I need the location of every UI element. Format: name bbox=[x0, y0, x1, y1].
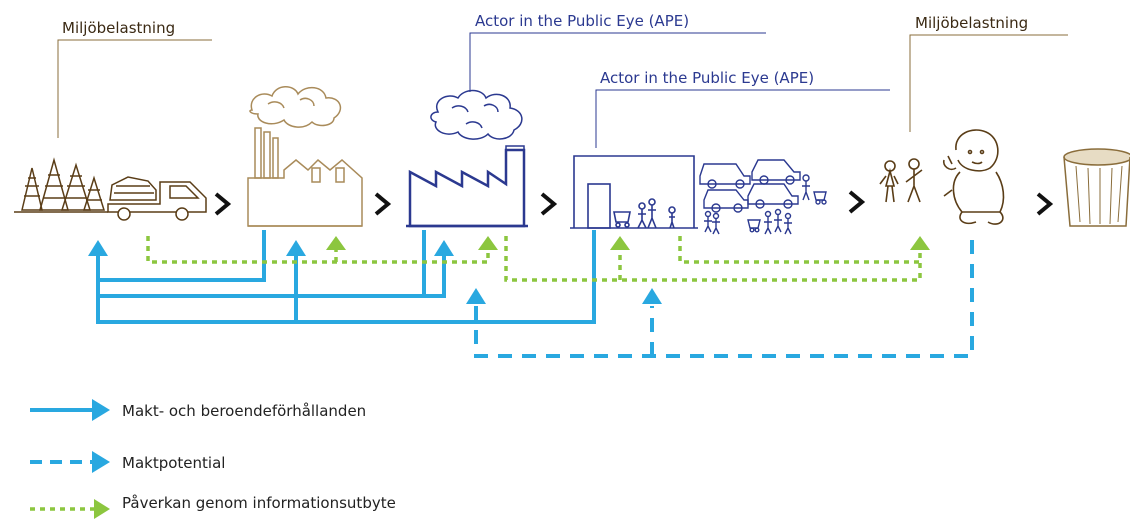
sawmill-icon bbox=[247, 127, 363, 227]
ape-top-label: Actor in the Public Eye (APE) bbox=[475, 12, 689, 30]
power-relation-arrowheads bbox=[88, 240, 454, 256]
information-exchange-lines bbox=[146, 236, 922, 282]
legend-solid-arrowhead bbox=[92, 399, 110, 421]
legend-item-power-potential: Maktpotential bbox=[30, 451, 225, 473]
ape-lower-leader bbox=[595, 89, 890, 148]
legend-dotted-label: Påverkan genom informationsutbyte bbox=[122, 494, 396, 512]
forest-icon bbox=[14, 157, 108, 213]
legend: Makt- och beroendeförhållanden Maktpoten… bbox=[30, 399, 396, 519]
ape-top-leader bbox=[469, 32, 766, 92]
waste-bin-icon bbox=[1063, 148, 1130, 227]
information-exchange-arrowheads bbox=[326, 236, 930, 250]
callout-miljo-right: Miljöbelastning bbox=[909, 14, 1068, 132]
consumers-icon bbox=[879, 158, 923, 203]
legend-dashed-arrowhead bbox=[92, 451, 110, 473]
factory-smoke-icon bbox=[430, 89, 523, 140]
miljo-left-leader bbox=[57, 39, 212, 138]
miljo-right-leader bbox=[909, 34, 1068, 132]
maktpotential-lines bbox=[474, 240, 974, 358]
callout-miljo-left: Miljöbelastning bbox=[57, 19, 212, 138]
cars-and-people-icon bbox=[699, 159, 827, 235]
factory-icon bbox=[406, 145, 528, 228]
miljo-right-label: Miljöbelastning bbox=[915, 14, 1028, 32]
chevron-4-icon bbox=[848, 190, 866, 214]
store-icon bbox=[570, 155, 698, 229]
legend-item-information-exchange: Påverkan genom informationsutbyte bbox=[30, 494, 396, 519]
chevron-1-icon bbox=[214, 192, 232, 216]
chevron-5-icon bbox=[1036, 192, 1054, 216]
legend-item-power-relations: Makt- och beroendeförhållanden bbox=[30, 399, 366, 421]
power-relation-lines bbox=[96, 230, 596, 324]
legend-dashed-label: Maktpotential bbox=[122, 454, 225, 472]
chevron-3-icon bbox=[540, 192, 558, 216]
ape-lower-label: Actor in the Public Eye (APE) bbox=[600, 69, 814, 87]
callout-ape-top: Actor in the Public Eye (APE) bbox=[469, 12, 766, 92]
baby-icon bbox=[942, 129, 1005, 225]
legend-solid-label: Makt- och beroendeförhållanden bbox=[122, 402, 366, 420]
legend-dotted-arrowhead bbox=[94, 499, 110, 519]
sawmill-smoke-icon bbox=[249, 86, 342, 128]
timber-truck-icon bbox=[107, 176, 207, 221]
chevron-2-icon bbox=[374, 192, 392, 216]
callout-ape-lower: Actor in the Public Eye (APE) bbox=[595, 69, 890, 148]
miljo-left-label: Miljöbelastning bbox=[62, 19, 175, 37]
maktpotential-arrowheads bbox=[466, 288, 662, 304]
